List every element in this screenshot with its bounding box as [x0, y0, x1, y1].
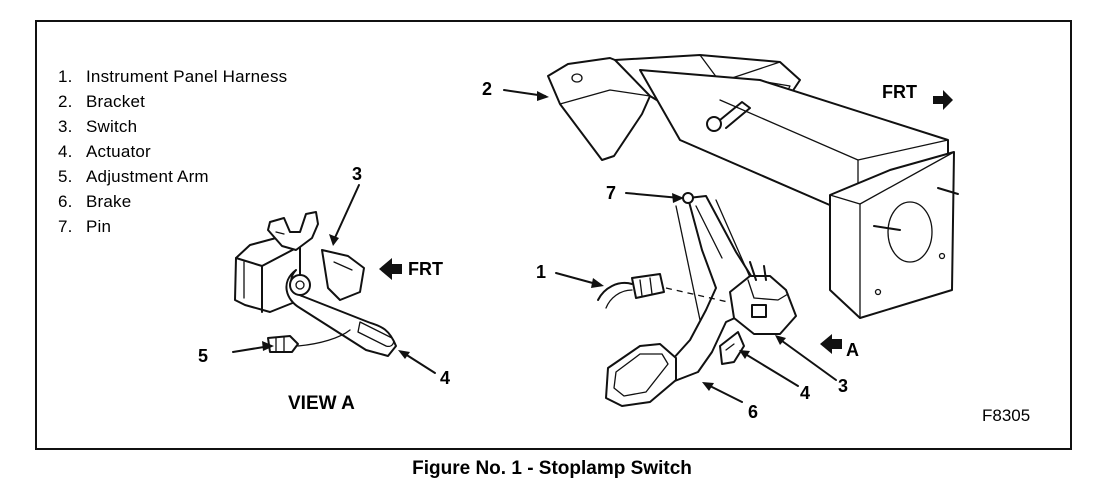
view-a-frt-label: FRT	[408, 259, 443, 279]
legend-item: 3.Switch	[58, 117, 138, 136]
figure-id: F8305	[982, 406, 1031, 425]
view-a-callout-switch: 3	[352, 164, 363, 184]
legend-item: 5.Adjustment Arm	[58, 167, 209, 186]
main-view-frt-arrow	[933, 90, 953, 110]
figure-frame	[35, 20, 1072, 450]
view-a-frt-arrow	[379, 258, 402, 280]
figure-caption: Figure No. 1 - Stoplamp Switch	[412, 458, 692, 479]
view-a-leaders	[232, 184, 436, 374]
main-callout-pin: 7	[606, 183, 617, 203]
main-frt-label: FRT	[882, 82, 917, 102]
main-callout-actuator: 4	[800, 383, 811, 403]
main-callout-harness: 1	[536, 262, 547, 282]
view-a-callout-adjustment-arm: 5	[198, 346, 209, 366]
legend-item: 4.Actuator	[58, 142, 151, 161]
main-callout-brake: 6	[748, 402, 759, 422]
view-a-switch-drawing	[234, 211, 397, 357]
main-callout-switch: 3	[838, 376, 849, 396]
legend-item: 2.Bracket	[58, 92, 146, 111]
main-view-leaders	[503, 89, 837, 403]
main-callout-bracket: 2	[482, 79, 493, 99]
view-a-title: VIEW A	[288, 393, 355, 414]
main-view-marker-label: A	[846, 340, 859, 360]
main-view-drawing	[547, 54, 959, 407]
parts-legend: 1.Instrument Panel Harness 2.Bracket 3.S…	[58, 64, 287, 239]
view-marker-arrow	[820, 334, 842, 354]
legend-item: 6.Brake	[58, 192, 132, 211]
legend-item: 1.Instrument Panel Harness	[58, 67, 288, 86]
view-a-callout-actuator: 4	[440, 368, 451, 388]
legend-item: 7.Pin	[58, 217, 112, 236]
